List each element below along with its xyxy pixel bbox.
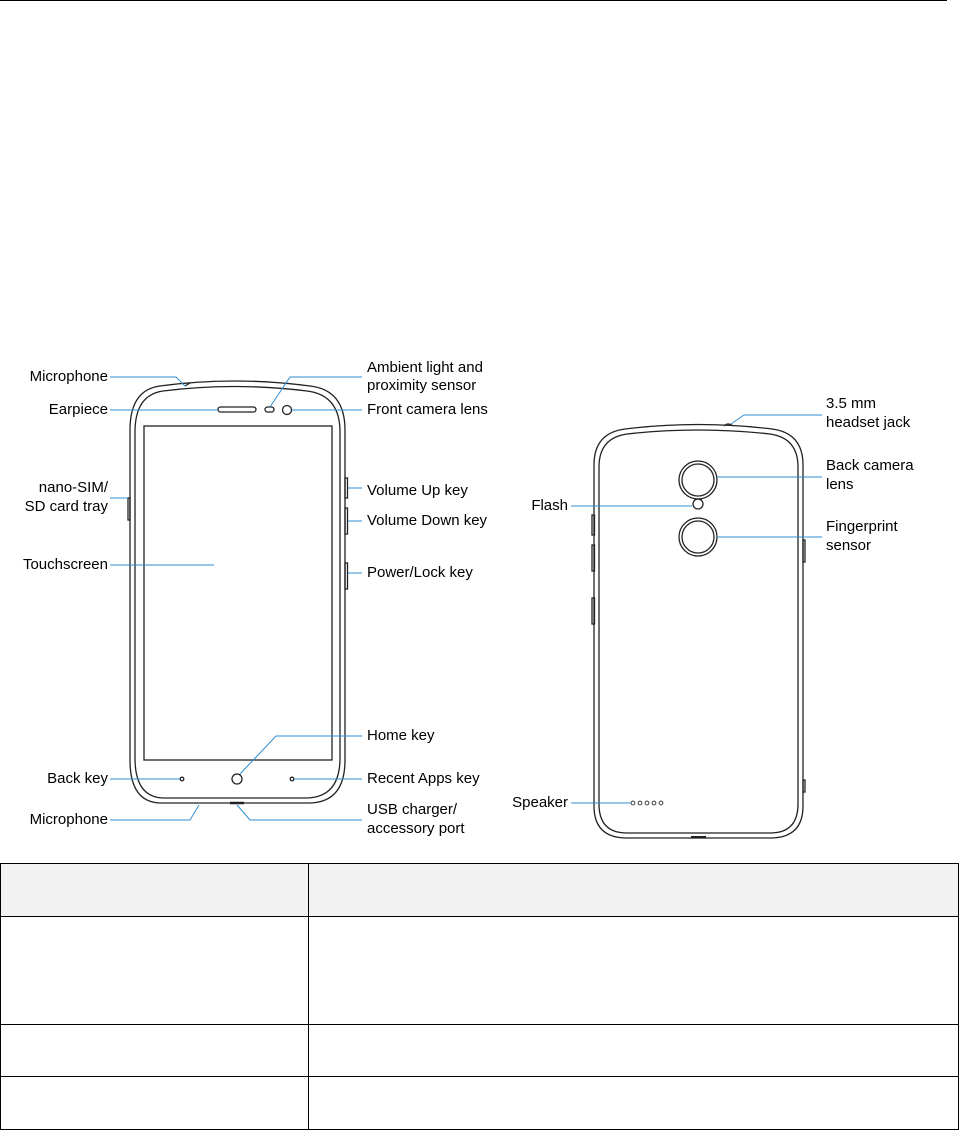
back-phone bbox=[591, 423, 806, 839]
recent-apps-key-icon bbox=[289, 776, 295, 782]
fingerprint-sensor-icon bbox=[678, 517, 718, 557]
parts-table bbox=[0, 863, 959, 1130]
leader-ambient bbox=[269, 376, 362, 408]
touchscreen-panel bbox=[143, 425, 333, 761]
back-side-key-3 bbox=[591, 597, 596, 625]
table-cell-part bbox=[0, 916, 309, 1025]
label-back-key: Back key bbox=[47, 770, 108, 787]
label-fingerprint-line2: sensor bbox=[826, 537, 872, 554]
label-microphone-bottom: Microphone bbox=[29, 811, 108, 828]
label-ambient-line1: Ambient light and bbox=[367, 359, 483, 376]
table-row bbox=[0, 916, 959, 1025]
leader-home-key bbox=[239, 735, 362, 775]
table-header-part bbox=[0, 863, 309, 917]
front-phone-body bbox=[129, 380, 346, 804]
earpiece-icon bbox=[217, 406, 257, 413]
table-header-description bbox=[308, 863, 959, 917]
volume-up-key bbox=[344, 477, 349, 499]
power-lock-key bbox=[344, 562, 349, 590]
back-camera-icon bbox=[678, 460, 718, 500]
headset-jack-slot bbox=[723, 423, 734, 427]
front-phone bbox=[127, 380, 349, 805]
back-side-key-2 bbox=[591, 544, 596, 572]
label-microphone-top: Microphone bbox=[29, 368, 108, 385]
speaker-grille-icon bbox=[630, 800, 664, 806]
label-back-camera-line1: Back camera bbox=[826, 457, 914, 474]
back-side-key-1 bbox=[591, 514, 596, 536]
label-power-lock: Power/Lock key bbox=[367, 564, 473, 581]
label-sim-tray-line2: SD card tray bbox=[24, 498, 108, 515]
label-usb-line2: accessory port bbox=[367, 820, 465, 837]
label-volume-down: Volume Down key bbox=[367, 512, 488, 529]
table-cell-part bbox=[0, 1076, 309, 1130]
label-touchscreen: Touchscreen bbox=[22, 556, 108, 573]
top-rule bbox=[0, 0, 947, 1]
table-header-row bbox=[0, 863, 959, 917]
back-key-icon bbox=[179, 776, 185, 782]
phone-illustration bbox=[110, 376, 822, 839]
leader-headset bbox=[730, 414, 822, 425]
table-cell-description bbox=[308, 1024, 959, 1077]
label-speaker: Speaker bbox=[512, 794, 568, 811]
table-cell-part bbox=[0, 1024, 309, 1077]
back-camera-inner bbox=[681, 463, 715, 497]
sim-tray-slot bbox=[127, 497, 131, 521]
front-phone-inner-body bbox=[134, 385, 341, 799]
label-headset-line2: headset jack bbox=[826, 414, 911, 431]
table-row bbox=[0, 1076, 959, 1130]
label-flash: Flash bbox=[531, 497, 568, 514]
front-top-microphone bbox=[184, 382, 191, 387]
label-back-camera-line2: lens bbox=[826, 476, 854, 493]
proximity-sensor-icon bbox=[264, 406, 275, 413]
back-phone-inner-body bbox=[598, 429, 799, 834]
front-camera-icon bbox=[281, 404, 293, 416]
leader-usb bbox=[236, 804, 362, 821]
table-cell-description bbox=[308, 916, 959, 1025]
leader-mic-top bbox=[110, 376, 186, 387]
home-key-icon bbox=[231, 773, 243, 785]
fingerprint-sensor-inner bbox=[681, 520, 715, 554]
label-sim-tray-line1: nano-SIM/ bbox=[38, 479, 108, 496]
label-fingerprint-line1: Fingerprint bbox=[826, 518, 898, 535]
front-leader-lines bbox=[110, 376, 362, 821]
label-usb-line1: USB charger/ bbox=[367, 801, 458, 818]
back-sim-slot bbox=[802, 539, 806, 563]
label-headset-line1: 3.5 mm bbox=[826, 395, 877, 412]
volume-down-key bbox=[344, 507, 349, 535]
label-volume-up: Volume Up key bbox=[367, 482, 468, 499]
flash-icon bbox=[692, 498, 704, 510]
label-front-camera: Front camera lens bbox=[367, 401, 488, 418]
back-phone-body bbox=[593, 423, 804, 839]
label-earpiece: Earpiece bbox=[48, 401, 108, 418]
label-home-key: Home key bbox=[367, 727, 435, 744]
phone-diagram: Microphone Earpiece nano-SIM/ SD card tr… bbox=[0, 340, 959, 860]
table-row bbox=[0, 1024, 959, 1077]
leader-mic-bottom bbox=[110, 804, 200, 821]
label-ambient-line2: proximity sensor bbox=[367, 377, 477, 394]
back-leader-lines bbox=[571, 414, 822, 804]
label-recent-apps: Recent Apps key bbox=[367, 770, 480, 787]
table-cell-description bbox=[308, 1076, 959, 1130]
back-bottom-notch bbox=[802, 779, 806, 793]
